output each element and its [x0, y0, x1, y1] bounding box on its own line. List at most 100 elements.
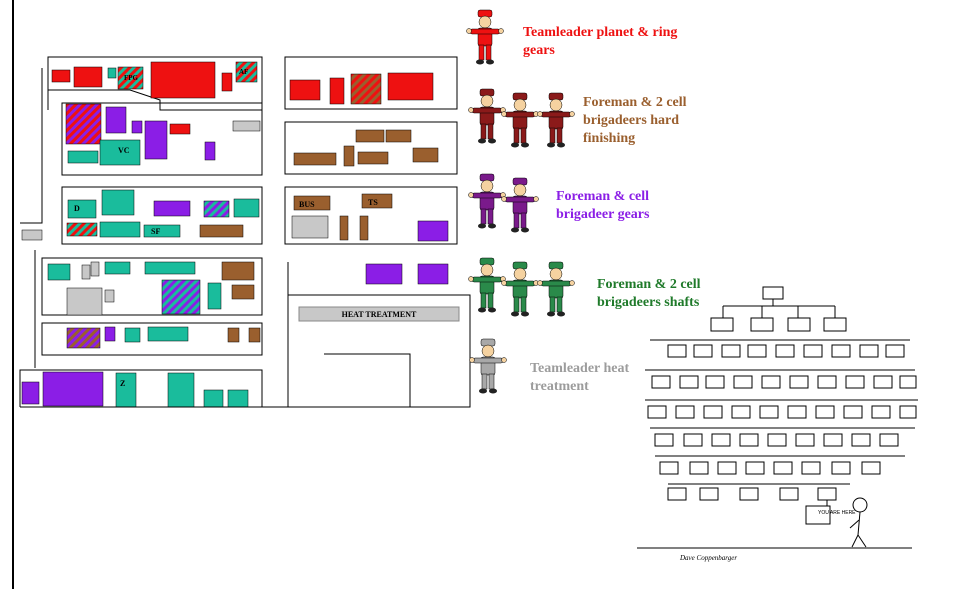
machine	[153, 200, 191, 217]
foreman-maroon-person-icon	[468, 88, 506, 144]
machine	[248, 327, 261, 343]
machine	[147, 326, 189, 342]
area-block	[47, 56, 263, 111]
vc-label: VC	[118, 146, 130, 155]
machine	[233, 198, 260, 218]
area-block	[41, 257, 263, 316]
machine	[21, 229, 43, 241]
label-teamleader-planet-ring-gears: Teamleader planet & ring gears	[523, 25, 678, 58]
machine	[387, 72, 434, 101]
machine	[231, 284, 255, 300]
machine-striped	[235, 61, 258, 83]
machine	[81, 264, 91, 280]
machine	[289, 79, 321, 101]
sf-label: SF	[151, 227, 160, 236]
machine	[357, 151, 389, 165]
machine	[99, 139, 141, 166]
machine	[293, 152, 337, 166]
brigadeer-purple-person-icon	[501, 177, 539, 233]
machine	[105, 106, 127, 134]
left-border	[12, 0, 14, 589]
brigadeer-green-person-icon	[501, 261, 539, 317]
corridor-line	[20, 68, 43, 224]
teamleader-red-person-icon	[466, 9, 504, 65]
machine	[67, 150, 99, 164]
label-foreman-shafts: Foreman & 2 cell brigadeers shafts	[597, 277, 701, 310]
brigadeer-green-person-icon	[537, 261, 575, 317]
machine-striped	[161, 279, 201, 315]
machine	[232, 120, 261, 132]
machine	[355, 129, 385, 143]
area-block	[284, 56, 458, 110]
cartoon-signature: Dave Coppenbarger	[679, 554, 737, 562]
machine-striped	[66, 222, 98, 237]
area-block	[61, 102, 263, 176]
machine	[365, 263, 403, 285]
machine	[150, 61, 216, 99]
machine	[73, 66, 103, 88]
machine-striped	[66, 327, 101, 349]
machine	[359, 215, 369, 241]
label-foreman-gears: Foreman & cell brigadeer gears	[556, 189, 650, 222]
d-label: D	[74, 204, 80, 213]
ts-label: TS	[368, 198, 378, 207]
machine	[199, 224, 244, 238]
machine	[144, 120, 168, 160]
machine	[143, 224, 181, 238]
foreman-green-person-icon	[468, 257, 506, 313]
machine	[67, 199, 97, 219]
machine	[144, 261, 196, 275]
foreman-purple-person-icon	[468, 173, 506, 229]
machine	[204, 141, 216, 161]
machine	[329, 77, 345, 105]
machine	[227, 389, 249, 408]
af-label: AF	[239, 68, 248, 76]
machine	[124, 327, 141, 343]
area-block	[61, 186, 263, 245]
machine-striped	[117, 66, 144, 90]
z-label: Z	[120, 379, 125, 388]
fpg-label: FPG	[124, 74, 139, 82]
machine	[104, 289, 115, 303]
heat-treatment-label: HEAT TREATMENT	[342, 310, 417, 319]
machine	[417, 263, 449, 285]
label-foreman-hard-finishing: Foreman & 2 cell brigadeers hard finishi…	[583, 95, 687, 146]
machine	[104, 261, 131, 275]
machine	[101, 189, 135, 216]
machine	[107, 67, 117, 79]
machine	[207, 282, 222, 310]
heat-treatment-wall	[324, 353, 411, 407]
machine	[167, 372, 195, 408]
machine	[47, 263, 71, 281]
you-are-here-sign: YOU ARE HERE	[818, 510, 856, 516]
heat-treatment-bar	[298, 306, 460, 322]
label-teamleader-heat-treatment: Teamleader heat treatment	[530, 361, 630, 394]
machine	[42, 371, 104, 407]
machine-striped	[65, 103, 102, 145]
machine	[203, 389, 224, 408]
area-block	[19, 369, 263, 407]
area-block	[284, 186, 458, 245]
machine	[131, 120, 143, 134]
machine	[412, 147, 439, 163]
area-block	[41, 322, 263, 356]
machine-striped	[203, 200, 230, 218]
machine	[361, 193, 393, 209]
machine	[169, 123, 191, 135]
machine	[417, 220, 449, 242]
machine	[99, 221, 141, 238]
machine-striped	[350, 73, 382, 105]
bus-label: BUS	[299, 200, 315, 209]
machine	[343, 145, 355, 167]
machine	[221, 72, 233, 92]
machine	[51, 69, 71, 83]
brigadeer-maroon-person-icon	[537, 92, 575, 148]
machine	[21, 381, 40, 405]
teamleader-gray-person-icon	[469, 338, 507, 394]
machine	[90, 261, 100, 277]
machine	[291, 215, 329, 239]
machine	[293, 195, 331, 211]
machine	[227, 327, 240, 343]
